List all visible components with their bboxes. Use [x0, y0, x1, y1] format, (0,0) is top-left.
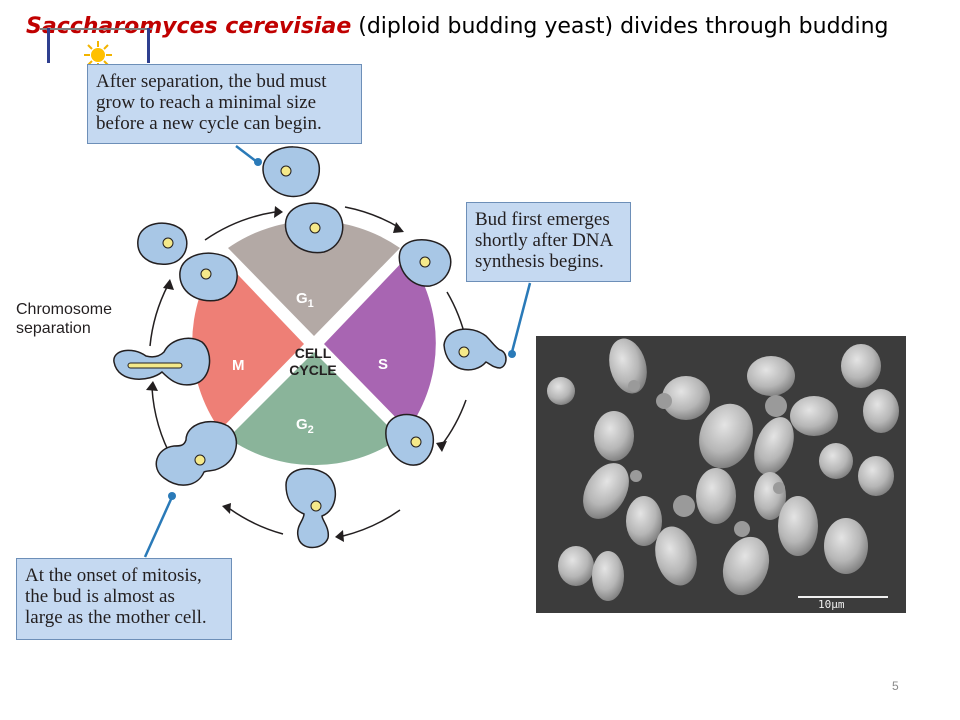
cell-m-left	[113, 337, 211, 386]
nuclei	[127, 165, 470, 512]
page-number: 5	[892, 679, 899, 693]
yeast-micrograph	[536, 336, 906, 613]
callout-bud-emerges: Bud first emerges shortly after DNA synt…	[466, 202, 631, 282]
micrograph-image	[536, 336, 906, 613]
title-species: Saccharomyces cerevisiae	[26, 14, 352, 39]
cell-upper-left-bud	[137, 222, 188, 265]
cell-cycle-label: CELL CYCLE	[289, 345, 337, 378]
phase-label-g2: G2	[296, 416, 314, 436]
phase-label-s: S	[378, 356, 389, 373]
cell-lower-right	[385, 413, 434, 466]
scale-label: 10μm	[818, 598, 845, 611]
sector-g1	[228, 220, 400, 336]
cell-s-right	[443, 328, 507, 371]
cell-g2-bottom	[285, 467, 336, 549]
chromosome-separation-label: Chromosome separation	[16, 301, 113, 337]
callout-mitosis-onset: At the onset of mitosis, the bud is almo…	[16, 558, 232, 640]
phase-label-g1: G1	[296, 290, 314, 310]
callout-leaders	[143, 145, 532, 558]
slide-title: Saccharomyces cerevisiae (diploid buddin…	[26, 14, 889, 39]
cycle-arrow-icon	[146, 206, 472, 542]
sector-s	[324, 256, 436, 430]
scale-bar	[798, 596, 888, 598]
decorative-bar-right	[147, 28, 150, 63]
sector-g2	[228, 352, 400, 466]
callout-bud-growth: After separation, the bud must grow to r…	[87, 64, 362, 144]
decorative-bar-left	[47, 28, 50, 63]
cell-lower-left	[155, 420, 238, 486]
decorative-rule	[40, 28, 152, 30]
title-rest: (diploid budding yeast) divides through …	[351, 14, 889, 39]
phase-label-m: M	[232, 357, 245, 374]
